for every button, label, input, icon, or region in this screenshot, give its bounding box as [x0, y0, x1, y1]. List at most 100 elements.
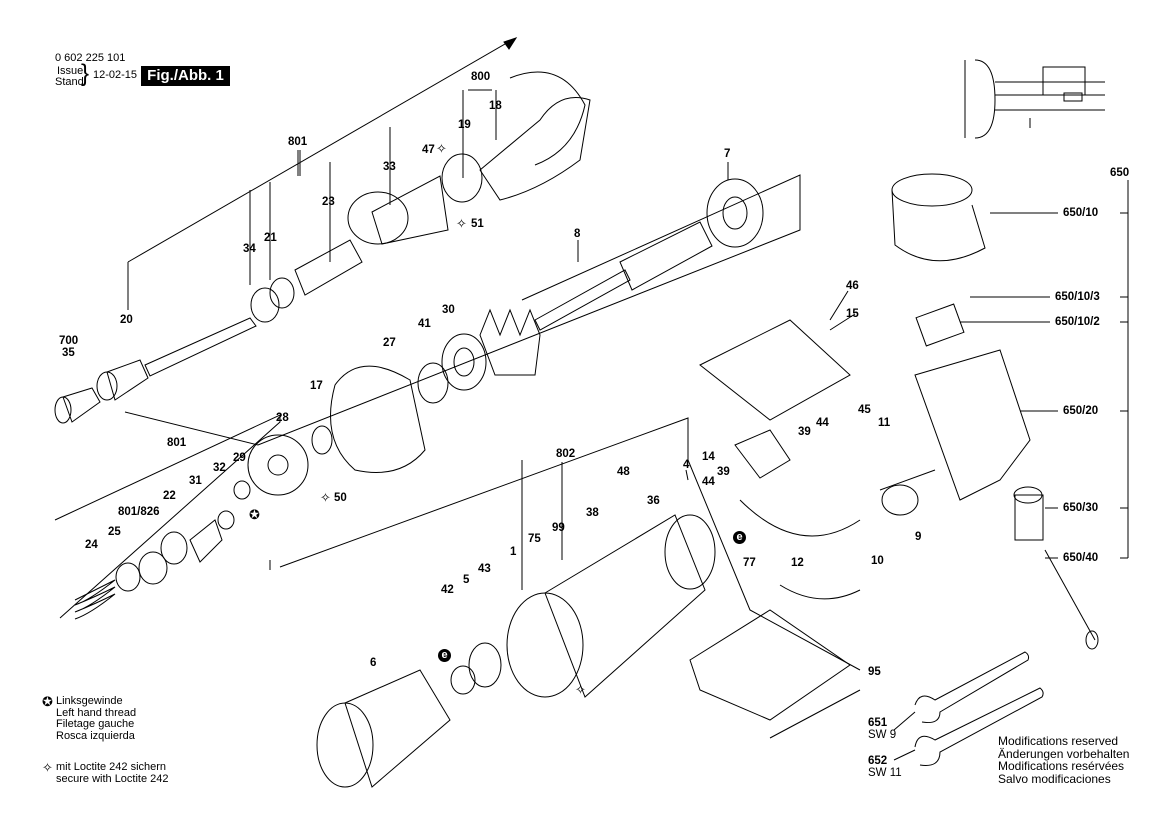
callout-50: 50 — [334, 492, 347, 504]
mod-fr: Modifications resérvées — [998, 759, 1125, 773]
callout-10: 10 — [871, 555, 884, 567]
collet-chuck — [54, 359, 149, 424]
e-marker-1: e — [733, 531, 746, 544]
callout-36: 36 — [647, 495, 660, 507]
housing-head-800 — [441, 71, 591, 203]
bottom-cover — [689, 609, 861, 739]
callout-25: 25 — [108, 526, 121, 538]
legend-left-thread-en: Left hand thread — [56, 706, 137, 719]
callout-802: 802 — [556, 448, 576, 460]
callout-9: 9 — [915, 531, 922, 543]
switch — [699, 319, 851, 479]
callout-801-upper: 801 — [288, 136, 308, 148]
callout-19: 19 — [458, 119, 471, 131]
callout-44-upper: 44 — [816, 417, 829, 429]
callout-47: 47 — [422, 144, 435, 156]
callout-75: 75 — [528, 533, 541, 545]
wrench-sw11 — [914, 687, 1044, 766]
axis-arrow-top — [503, 37, 518, 50]
left-thread-legend-icon: ✪ — [42, 694, 53, 709]
cable — [739, 469, 936, 600]
legend-loctite-en: secure with Loctite 242 — [56, 772, 169, 785]
brace-symbol: } — [81, 60, 90, 87]
callout-43: 43 — [478, 563, 491, 575]
legend-loctite-de: mit Loctite 242 sichern — [56, 761, 167, 773]
callout-15: 15 — [846, 308, 859, 320]
callout-650-10-3: 650/10/3 — [1055, 291, 1100, 303]
callout-48: 48 — [617, 466, 630, 478]
loctite-legend-icon: ✧ — [42, 760, 53, 775]
callout-41: 41 — [418, 318, 431, 330]
loctite-icon-75: ✧ — [575, 682, 586, 697]
callout-650-30: 650/30 — [1063, 502, 1099, 514]
axis-line-top — [127, 39, 513, 263]
handle-assembly — [891, 173, 1099, 650]
callout-6: 6 — [370, 657, 377, 669]
wiring-diagram — [964, 59, 1105, 139]
callout-17: 17 — [310, 380, 323, 392]
callout-29: 29 — [233, 452, 246, 464]
callout-45: 45 — [858, 404, 871, 416]
figure-label: Fig./Abb. 1 — [141, 66, 230, 86]
callout-650-20: 650/20 — [1063, 405, 1099, 417]
stand-label: Stand — [55, 76, 84, 88]
callout-650-10-2: 650/10/2 — [1055, 316, 1100, 328]
callout-7: 7 — [724, 148, 731, 160]
callout-32: 32 — [213, 462, 226, 474]
callout-sw11: SW 11 — [868, 767, 902, 779]
modifications-notice: Modifications reserved Änderungen vorbeh… — [998, 735, 1129, 785]
callout-650-10: 650/10 — [1063, 207, 1099, 219]
callout-11: 11 — [878, 417, 891, 429]
spring — [74, 579, 116, 620]
callout-801-826: 801/826 — [118, 506, 160, 518]
callout-5: 5 — [463, 574, 470, 586]
callout-77: 77 — [743, 557, 756, 569]
mod-de: Änderungen vorbehalten — [998, 746, 1130, 761]
callout-sw9: SW 9 — [868, 729, 897, 741]
part-number: 0 602 225 101 — [55, 52, 126, 64]
gear — [247, 425, 333, 496]
motor-housing — [506, 514, 716, 698]
callout-39-lower: 39 — [717, 466, 730, 478]
callout-34: 34 — [243, 243, 256, 255]
legend-left-thread-de: Linksgewinde — [56, 695, 123, 707]
issue-label: Issue — [57, 65, 84, 77]
callout-46: 46 — [846, 280, 859, 292]
spindle — [144, 175, 449, 377]
legend-left-thread: ✪ Linksgewinde Left hand thread Filetage… — [42, 694, 137, 742]
callout-650-40: 650/40 — [1063, 552, 1099, 564]
legend-left-thread-es: Rosca izquierda — [56, 729, 135, 742]
field-coil — [316, 642, 502, 788]
callout-99: 99 — [552, 522, 565, 534]
callout-30: 30 — [442, 304, 455, 316]
legend-loctite: ✧ mit Loctite 242 sichern secure with Lo… — [42, 760, 169, 785]
mod-es: Salvo modificaciones — [998, 771, 1111, 786]
callout-21: 21 — [264, 232, 277, 244]
bearing-plate — [330, 333, 487, 473]
callout-800: 800 — [471, 71, 491, 83]
armature — [479, 178, 764, 376]
loctite-icon-47: ✧ — [436, 141, 447, 156]
mod-en: Modifications reserved — [998, 734, 1119, 748]
loctite-icon-50: ✧ — [320, 490, 331, 505]
callout-27: 27 — [383, 337, 396, 349]
left-thread-icon: ✪ — [249, 507, 260, 522]
callout-652: 652 — [868, 755, 888, 767]
callout-23: 23 — [322, 196, 335, 208]
callout-51: 51 — [471, 218, 484, 230]
callout-700: 700 — [59, 335, 79, 347]
callout-24: 24 — [85, 539, 98, 551]
callout-4: 4 — [683, 459, 690, 471]
callout-8: 8 — [574, 228, 581, 240]
callout-12: 12 — [791, 557, 804, 569]
callout-18: 18 — [489, 100, 502, 112]
callout-42: 42 — [441, 584, 454, 596]
callout-95: 95 — [868, 666, 881, 678]
callout-22: 22 — [163, 490, 176, 502]
callout-28: 28 — [276, 412, 289, 424]
loctite-icon-51: ✧ — [456, 216, 467, 231]
callout-650: 650 — [1110, 167, 1130, 179]
callout-38: 38 — [586, 507, 599, 519]
callout-31: 31 — [189, 475, 202, 487]
